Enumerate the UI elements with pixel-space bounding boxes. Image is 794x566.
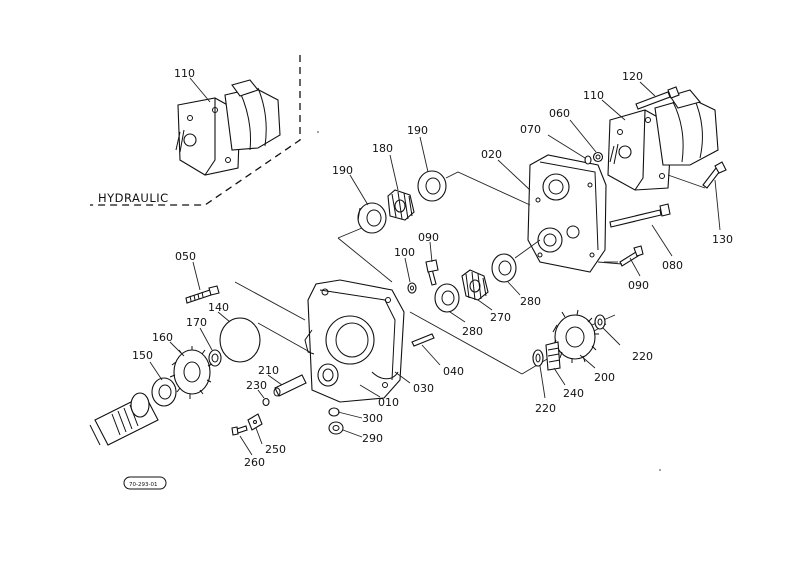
callout-090-right: 090	[628, 279, 649, 292]
oring-170	[208, 349, 222, 367]
callout-150: 150	[132, 349, 153, 362]
callout-140: 140	[208, 301, 229, 314]
stud-080	[609, 203, 671, 228]
callout-040: 040	[443, 365, 464, 378]
drawing-code-box: 70-293-01	[123, 476, 167, 490]
callout-280-right: 280	[520, 295, 541, 308]
callout-230: 230	[246, 379, 267, 392]
callout-240: 240	[563, 387, 584, 400]
callout-110-inset: 110	[174, 67, 195, 80]
callout-060: 060	[549, 107, 570, 120]
washer-220-lower	[532, 349, 544, 367]
callout-280-left: 280	[462, 325, 483, 338]
shaft-210	[273, 374, 307, 397]
gear-200	[552, 309, 599, 363]
callout-180: 180	[372, 142, 393, 155]
callout-270: 270	[490, 311, 511, 324]
nut-060	[592, 151, 604, 163]
callout-200: 200	[594, 371, 615, 384]
stud-050	[185, 285, 220, 304]
callout-090-center: 090	[418, 231, 439, 244]
callout-130: 130	[712, 233, 733, 246]
bearing-280-right	[491, 253, 517, 283]
housing-010	[304, 279, 405, 403]
bearing-280-left	[434, 283, 460, 313]
callout-110: 110	[583, 89, 604, 102]
bolt-090-center	[425, 259, 439, 286]
callout-020: 020	[481, 148, 502, 161]
bearing-240	[545, 341, 561, 371]
bearing-150	[151, 377, 177, 407]
gear-180	[387, 189, 415, 221]
drawing-code: 70-293-01	[129, 482, 157, 488]
section-label: HYDRAULIC	[98, 191, 169, 205]
callout-030: 030	[413, 382, 434, 395]
callout-190-right: 190	[407, 124, 428, 137]
gear-270	[461, 269, 489, 301]
callout-220-right: 220	[632, 350, 653, 363]
hydraulic-motor-inset	[175, 79, 281, 176]
callout-160: 160	[152, 331, 173, 344]
bolt-120	[635, 86, 680, 110]
washer-300	[328, 407, 340, 417]
washer-220-upper	[594, 314, 606, 330]
callout-070: 070	[520, 123, 541, 136]
hydraulic-motor-right	[607, 89, 719, 191]
callout-170: 170	[186, 316, 207, 329]
gear-160	[169, 346, 213, 399]
washer-070	[584, 155, 592, 165]
bolt-130	[702, 161, 727, 189]
callout-190-left: 190	[332, 164, 353, 177]
gasket-140	[219, 317, 261, 363]
bearing-190-left	[357, 202, 387, 234]
pin-230	[262, 397, 270, 407]
pin-040	[411, 333, 435, 347]
callout-120: 120	[622, 70, 643, 83]
callout-300: 300	[362, 412, 383, 425]
bolt-290	[328, 421, 344, 435]
hydraulic-inset: HYDRAULIC 110	[90, 55, 301, 206]
plate-250	[247, 413, 263, 431]
callout-260: 260	[244, 456, 265, 469]
bolt-260	[231, 425, 248, 436]
bearing-190-right	[417, 170, 447, 202]
callout-100: 100	[394, 246, 415, 259]
callout-010: 010	[378, 396, 399, 409]
callout-080: 080	[662, 259, 683, 272]
inset-border	[90, 55, 301, 206]
callout-250: 250	[265, 443, 286, 456]
callout-210: 210	[258, 364, 279, 377]
washer-100	[407, 282, 417, 294]
callout-290: 290	[362, 432, 383, 445]
callout-220-left: 220	[535, 402, 556, 415]
cover-020	[527, 154, 607, 273]
bolt-090-right	[619, 245, 644, 267]
input-shaft	[89, 392, 159, 446]
callout-050: 050	[175, 250, 196, 263]
